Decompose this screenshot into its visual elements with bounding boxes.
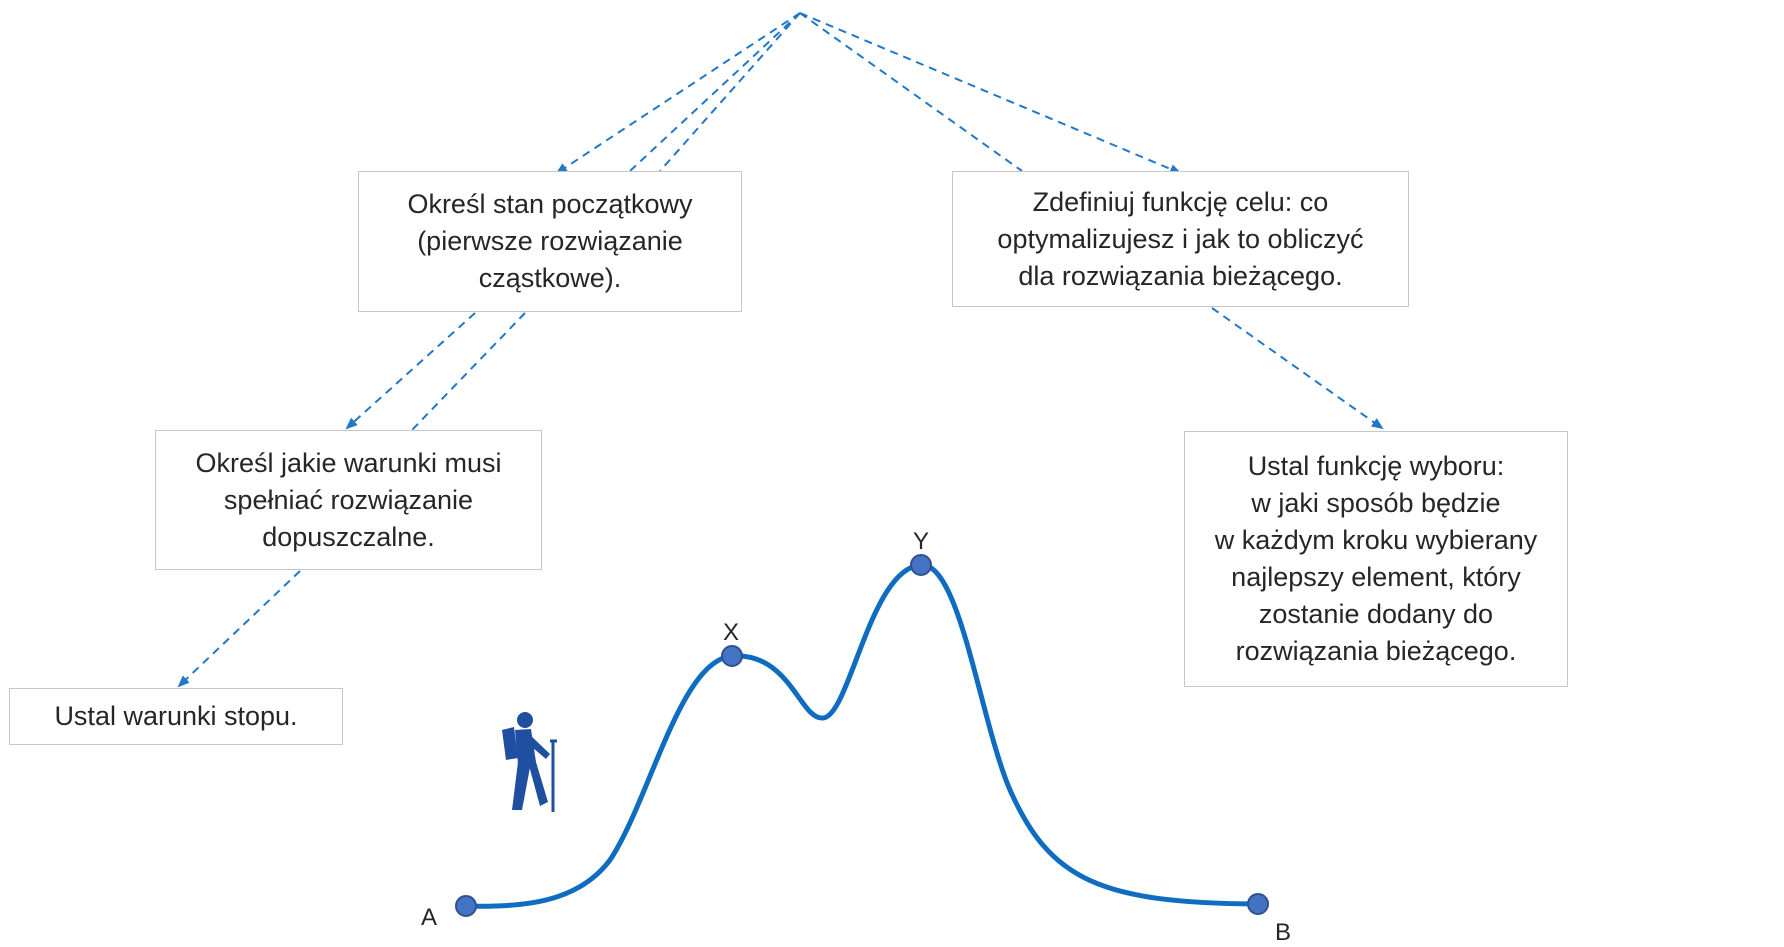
point-a-label: A — [421, 904, 438, 931]
start-state-box: Określ stan początkowy (pierwsze rozwiąz… — [358, 171, 742, 312]
objective-function-text: Zdefiniuj funkcję celu: co optymalizujes… — [997, 186, 1364, 291]
feasibility-box: Określ jakie warunki musi spełniać rozwi… — [155, 430, 542, 570]
dashed-connector — [799, 12, 1023, 172]
point-b-label: B — [1275, 919, 1292, 946]
point-y-label: Y — [913, 528, 930, 555]
hiker-icon — [502, 712, 557, 812]
arrow-to-feasibility — [345, 312, 476, 430]
dashed-connector — [629, 12, 801, 172]
dashed-connector — [659, 12, 801, 172]
objective-function-box: Zdefiniuj funkcję celu: co optymalizujes… — [952, 171, 1409, 307]
point-a-marker — [455, 895, 477, 917]
stop-condition-box: Ustal warunki stopu. — [9, 688, 343, 745]
arrow-to-stop-condition — [177, 570, 301, 688]
arrow-to-start-state — [555, 12, 801, 175]
point-x-marker — [721, 645, 743, 667]
point-b-marker — [1247, 893, 1269, 915]
point-y-marker — [910, 554, 932, 576]
arrow-to-selection-function — [1211, 307, 1384, 430]
landscape-curve — [463, 562, 1261, 909]
feasibility-text: Określ jakie warunki musi spełniać rozwi… — [195, 447, 502, 552]
arrow-to-objective-function — [799, 12, 1182, 174]
selection-function-text: Ustal funkcję wyboru: w jaki sposób będz… — [1214, 451, 1538, 666]
selection-function-box: Ustal funkcję wyboru: w jaki sposób będz… — [1184, 431, 1568, 687]
point-x-label: X — [723, 619, 740, 646]
start-state-text: Określ stan początkowy (pierwsze rozwiąz… — [407, 189, 693, 293]
dashed-connector — [411, 312, 526, 431]
stop-condition-text: Ustal warunki stopu. — [54, 701, 298, 731]
